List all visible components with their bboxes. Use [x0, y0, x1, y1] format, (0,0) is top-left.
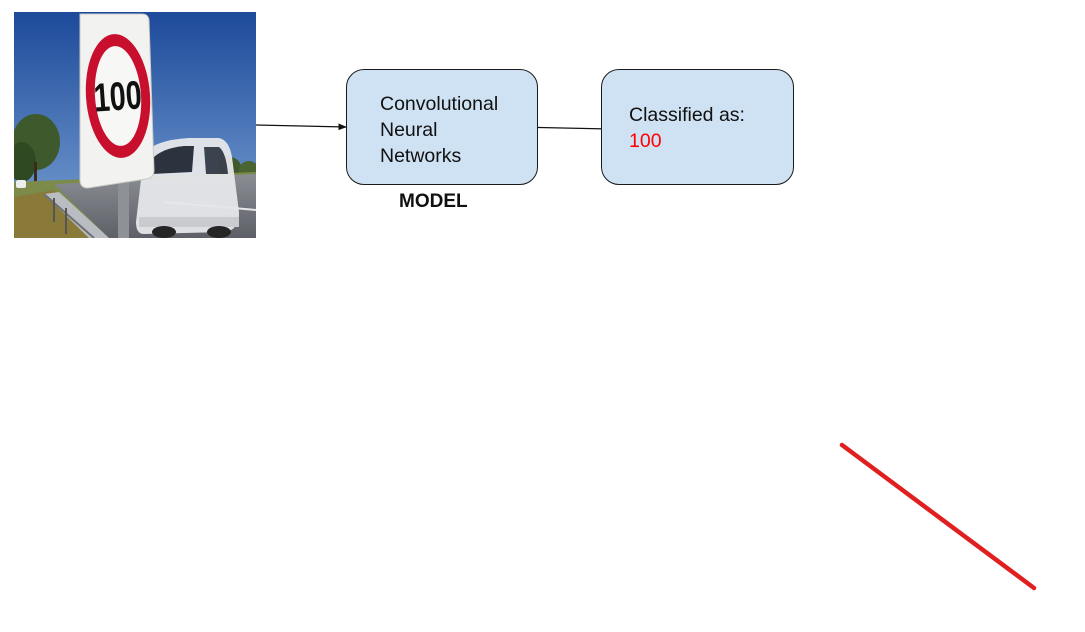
model-box — [346, 69, 538, 185]
model-line-2: Neural — [380, 119, 438, 141]
speed-limit-sign: 100 — [79, 13, 155, 189]
red-annotation-line — [839, 442, 1037, 591]
model-line-3: Networks — [380, 145, 462, 167]
sign-post — [118, 177, 129, 238]
result-value: 100 — [629, 130, 662, 152]
model-box-label: Convolutional Neural Networks — [380, 91, 498, 169]
input-photo: 100 — [14, 12, 256, 238]
sign-number: 100 — [92, 73, 143, 121]
result-label: Classified as: — [629, 104, 745, 126]
van — [136, 138, 240, 238]
arrow-input-to-model — [255, 123, 347, 131]
model-line-1: Convolutional — [380, 93, 499, 115]
result-box — [601, 69, 794, 185]
guard-rail — [43, 192, 109, 238]
model-caption: MODEL — [399, 191, 468, 212]
